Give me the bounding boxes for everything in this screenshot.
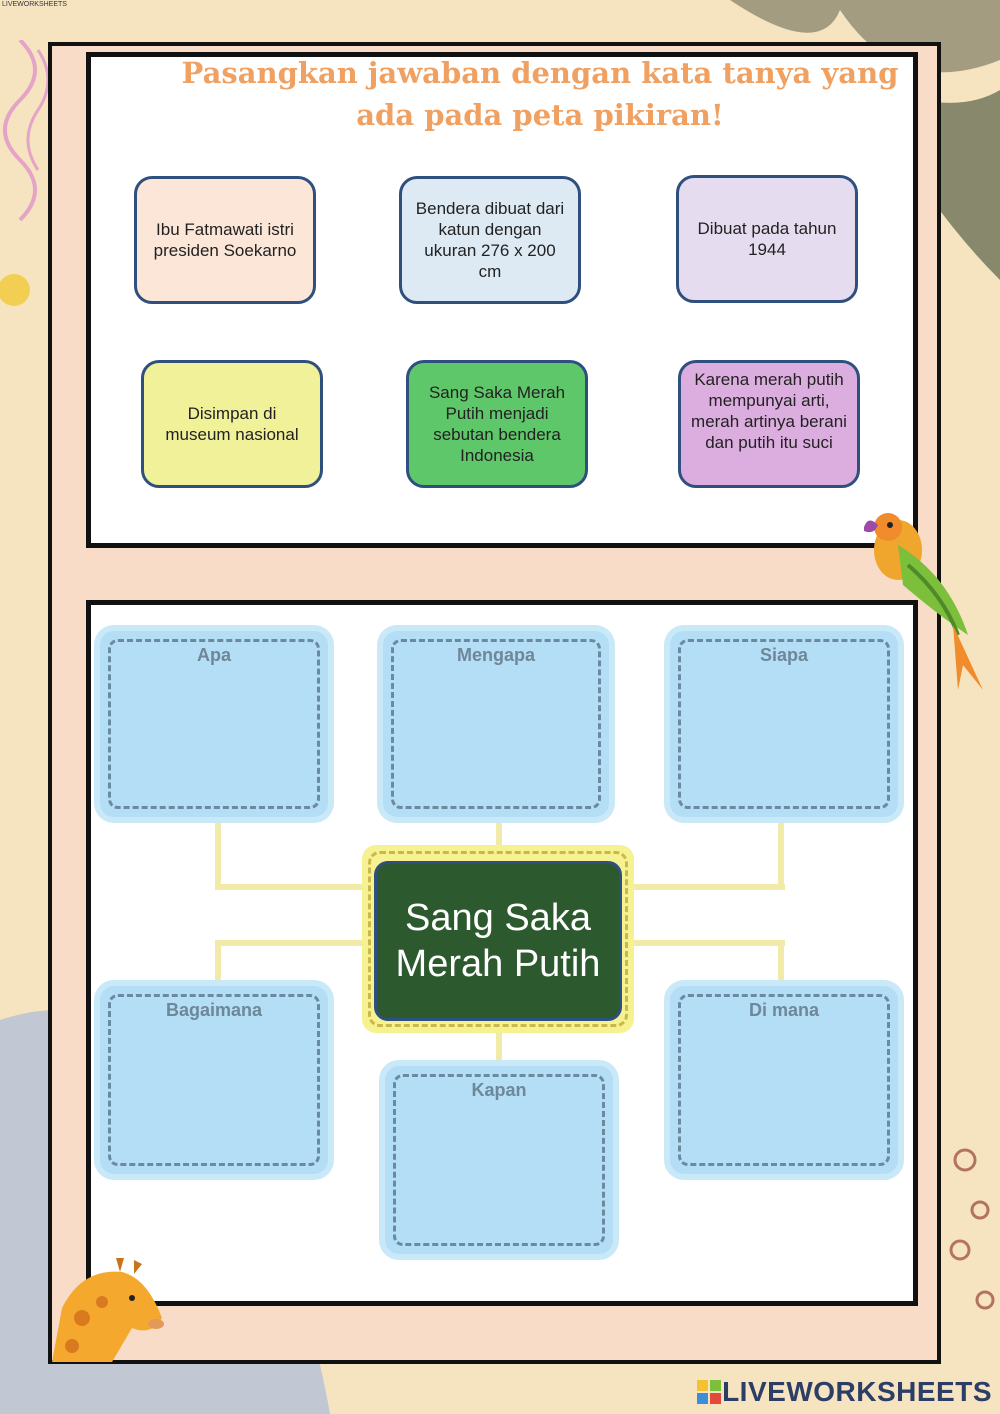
dot-decoration — [0, 274, 30, 306]
center-border — [368, 851, 628, 1027]
slot-border — [108, 639, 320, 809]
drop-slot-di-mana[interactable]: Di mana — [670, 986, 898, 1174]
liveworksheets-logo-icon — [697, 1380, 721, 1404]
connector-line — [215, 820, 221, 890]
answer-card-kapan[interactable]: Dibuat pada tahun 1944 — [676, 175, 858, 303]
squiggle-decoration — [3, 40, 50, 222]
connector-line — [778, 940, 784, 988]
answer-card-siapa[interactable]: Ibu Fatmawati istri presiden Soekarno — [134, 176, 316, 304]
slot-border — [393, 1074, 605, 1246]
drop-slot-kapan[interactable]: Kapan — [385, 1066, 613, 1254]
slot-border — [108, 994, 320, 1166]
slot-label: Siapa — [759, 645, 809, 665]
drop-slot-mengapa[interactable]: Mengapa — [383, 631, 609, 817]
parrot-illustration — [864, 513, 983, 690]
slot-border — [678, 639, 890, 809]
slot-label: Bagaimana — [165, 1000, 263, 1020]
connector-line — [215, 940, 221, 988]
page-title: Pasangkan jawaban dengan kata tanya yang… — [181, 56, 899, 132]
slot-border — [678, 994, 890, 1166]
center-topic: Sang Saka Merah Putih — [374, 861, 622, 1021]
seeds-decoration — [949, 1148, 995, 1310]
answer-card-di-mana[interactable]: Disimpan di museum nasional — [141, 360, 323, 488]
answer-card-apa[interactable]: Sang Saka Merah Putih menjadi sebutan be… — [406, 360, 588, 488]
slot-label: Apa — [196, 645, 231, 665]
giraffe-illustration — [52, 1258, 164, 1362]
connector-line — [496, 1030, 502, 1068]
watermark-top: LIVEWORKSHEETS — [2, 1, 67, 8]
connector-line — [496, 820, 502, 850]
slot-label: Kapan — [471, 1080, 527, 1100]
answer-card-bagaimana[interactable]: Bendera dibuat dari katun dengan ukuran … — [399, 176, 581, 304]
answer-card-mengapa[interactable]: Karena merah putih mempunyai arti, merah… — [678, 360, 860, 488]
connector-line — [778, 820, 784, 890]
drop-slot-bagaimana[interactable]: Bagaimana — [100, 986, 328, 1174]
connector-line — [625, 940, 785, 946]
brand-wordmark: LIVEWORKSHEETS — [722, 1376, 992, 1407]
slot-label: Di mana — [748, 1000, 820, 1020]
drop-slot-apa[interactable]: Apa — [100, 631, 328, 817]
connector-line — [215, 884, 375, 890]
connector-line — [215, 940, 375, 946]
drop-slot-siapa[interactable]: Siapa — [670, 631, 898, 817]
slot-label: Mengapa — [456, 645, 535, 665]
slot-border — [391, 639, 601, 809]
mindmap-center: Sang Saka Merah Putih — [362, 845, 634, 1033]
connector-line — [625, 884, 785, 890]
